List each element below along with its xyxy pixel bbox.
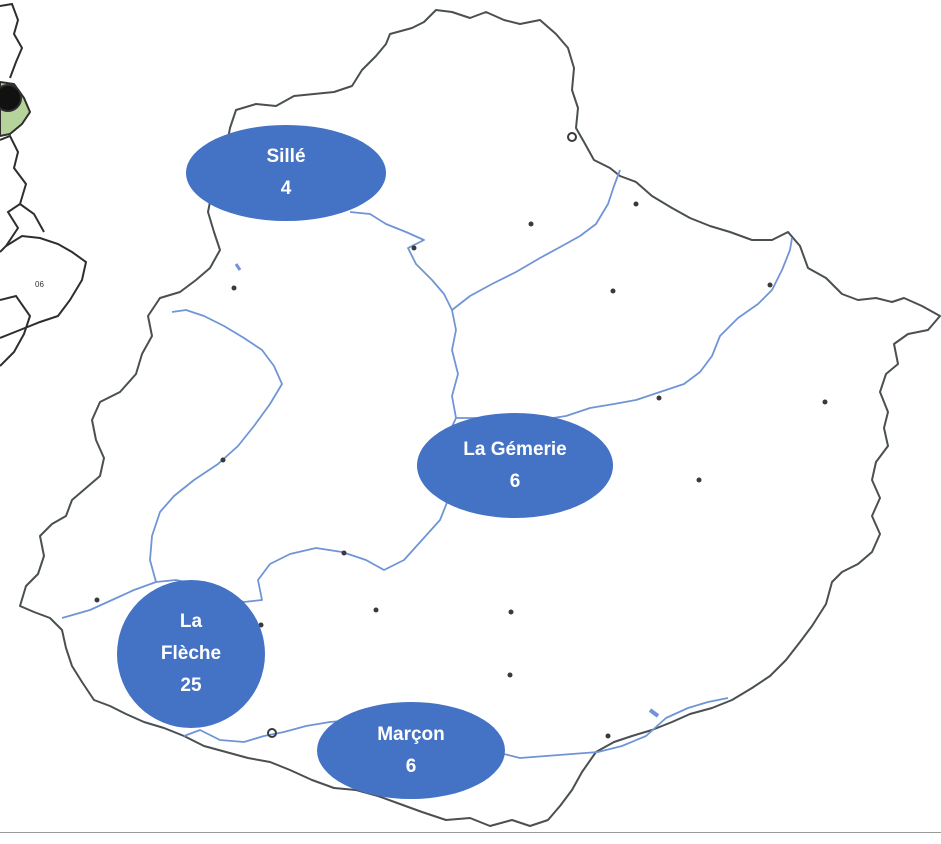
town-dot bbox=[567, 132, 577, 142]
inset-border bbox=[19, 203, 45, 233]
inset-marker-icon bbox=[0, 84, 22, 112]
river bbox=[451, 169, 621, 311]
site-bubble-la-gemerie: La Gémerie 6 bbox=[417, 413, 613, 518]
town-dot bbox=[610, 288, 616, 294]
inset-border bbox=[0, 134, 28, 253]
town-dot bbox=[94, 597, 100, 603]
site-count: 6 bbox=[509, 470, 521, 492]
town-dot bbox=[220, 457, 226, 463]
town-dot bbox=[267, 728, 277, 738]
site-count: 4 bbox=[280, 178, 292, 199]
town-dot bbox=[656, 395, 662, 401]
site-count: 6 bbox=[405, 755, 417, 777]
inset-border bbox=[0, 234, 88, 339]
inset-border bbox=[0, 294, 32, 367]
town-dot bbox=[528, 221, 534, 227]
river bbox=[648, 708, 660, 718]
river bbox=[149, 309, 283, 583]
site-bubble-marcon: Marçon 6 bbox=[317, 702, 505, 799]
site-count: 25 bbox=[180, 675, 202, 696]
town-dot bbox=[231, 285, 237, 291]
frame-divider bbox=[0, 832, 941, 833]
site-bubble-la-fleche: La Flèche 25 bbox=[117, 580, 265, 728]
site-name: Sillé bbox=[266, 146, 306, 167]
town-dot bbox=[411, 245, 417, 251]
site-bubble-sille: Sillé 4 bbox=[186, 125, 386, 221]
town-dot bbox=[341, 550, 347, 556]
town-dot bbox=[633, 201, 639, 207]
site-name: La Gémerie bbox=[463, 438, 567, 460]
town-dot bbox=[822, 399, 828, 405]
town-dot bbox=[605, 733, 611, 739]
inset-department-code: 06 bbox=[35, 280, 44, 289]
river bbox=[234, 263, 242, 271]
town-dot bbox=[696, 477, 702, 483]
town-dots bbox=[94, 132, 828, 739]
town-dot bbox=[373, 607, 379, 613]
river bbox=[349, 211, 459, 419]
town-dot bbox=[767, 282, 773, 288]
inset-border bbox=[0, 2, 24, 79]
inset-map bbox=[0, 2, 88, 367]
site-name-line1: La bbox=[179, 611, 203, 632]
site-name: Marçon bbox=[377, 723, 445, 745]
site-name-line2: Flèche bbox=[160, 643, 222, 664]
town-dot bbox=[507, 672, 513, 678]
town-dot bbox=[508, 609, 514, 615]
